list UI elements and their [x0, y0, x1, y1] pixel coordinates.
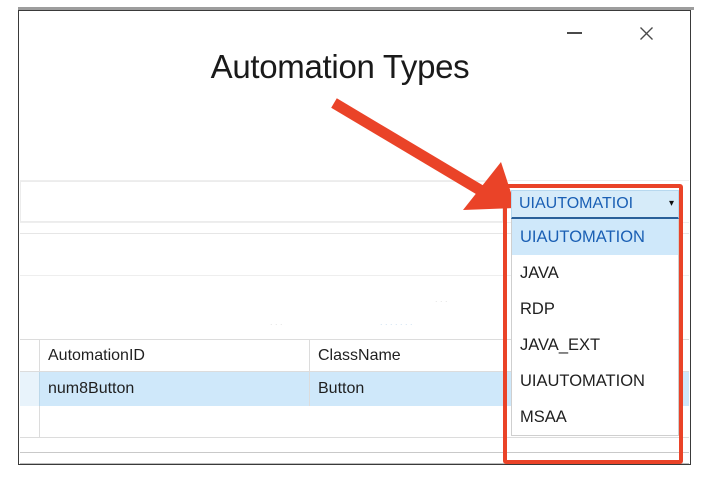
combobox-option-uiautomation-2[interactable]: UIAUTOMATION	[520, 371, 645, 390]
chevron-down-icon[interactable]: ▾	[668, 198, 674, 209]
table-header-automationid[interactable]: AutomationID	[40, 340, 310, 371]
content-ghost-text: . . .	[270, 317, 283, 327]
table-empty-rowselector	[20, 406, 40, 437]
combobox-option-msaa[interactable]: MSAA	[520, 407, 567, 426]
content-divider	[20, 222, 689, 223]
close-button[interactable]	[623, 18, 669, 48]
annotation-title: Automation Types	[210, 48, 470, 85]
combobox-field[interactable]: UIAUTOMATIOI ▾	[511, 190, 679, 219]
combobox-selected-value: UIAUTOMATIOI	[519, 195, 634, 212]
content-divider	[20, 275, 689, 276]
minimize-button[interactable]	[551, 18, 597, 48]
table-header-classname[interactable]: ClassName	[318, 346, 401, 364]
status-strip	[20, 452, 689, 464]
content-ghost-text: . . .	[435, 294, 448, 304]
table-header-rowselector	[20, 340, 40, 371]
automation-type-combobox[interactable]: UIAUTOMATIOI ▾ UIAUTOMATION JAVA RDP JAV…	[511, 190, 679, 436]
content-panel	[20, 181, 503, 222]
combobox-option-rdp[interactable]: RDP	[520, 299, 555, 318]
table-row-selector[interactable]	[20, 372, 40, 406]
combobox-option-java-ext[interactable]: JAVA_EXT	[520, 335, 601, 354]
combobox-option-java[interactable]: JAVA	[520, 263, 559, 282]
table-cell-automationid: num8Button	[40, 372, 310, 406]
close-icon	[639, 26, 654, 41]
window-titlebar	[20, 12, 689, 52]
combobox-option-uiautomation[interactable]: UIAUTOMATION	[512, 219, 678, 255]
content-divider	[20, 233, 689, 234]
combobox-dropdown-list[interactable]: UIAUTOMATION JAVA RDP JAVA_EXT UIAUTOMAT…	[511, 219, 679, 436]
minimize-icon	[566, 32, 582, 34]
capture-left-shade	[15, 7, 18, 469]
content-ghost-text: . . . . . . .	[380, 317, 413, 327]
capture-top-shade	[18, 7, 694, 10]
table-cell-classname: Button	[318, 380, 365, 397]
